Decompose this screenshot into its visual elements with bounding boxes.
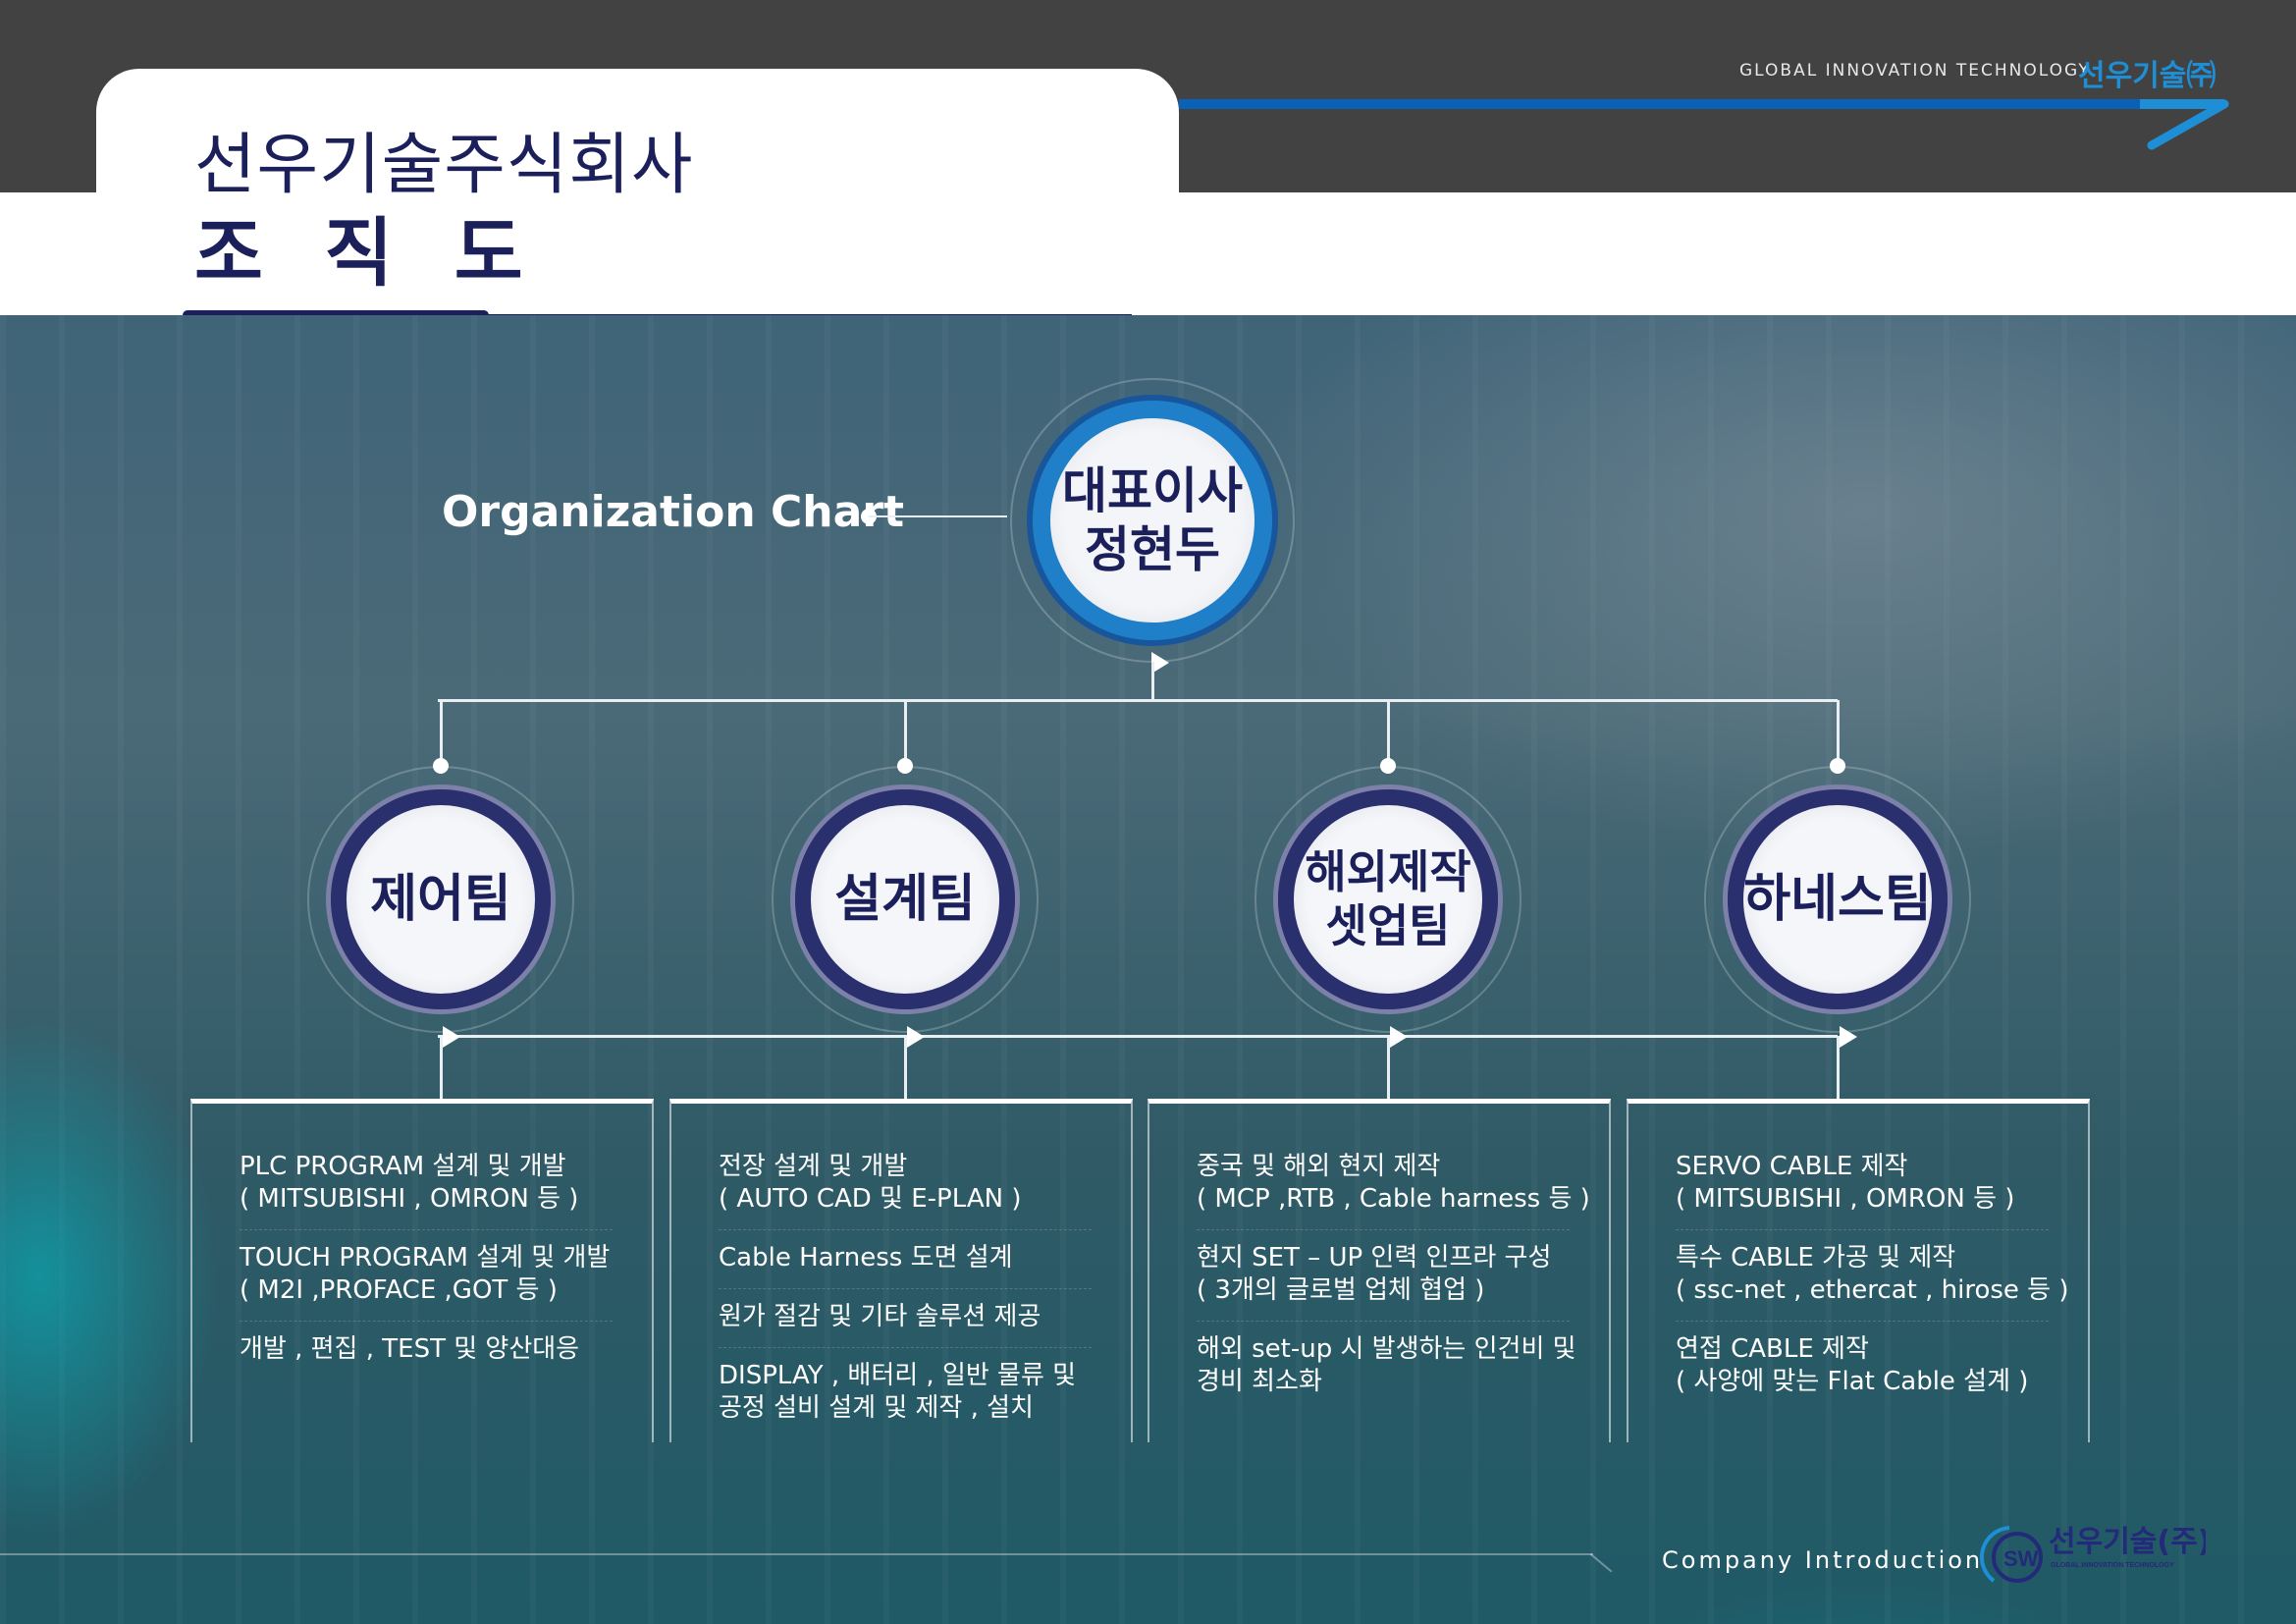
triangle-icon — [443, 1026, 460, 1048]
duty-line: 현지 SET – UP 인력 인프라 구성 — [1197, 1243, 1552, 1272]
team-name: 셋업팀 — [1325, 899, 1451, 952]
team-name: 제어팀 — [370, 869, 511, 929]
duty-item: 현지 SET – UP 인력 인프라 구성 ( 3개의 글로벌 업체 협업 ) — [1197, 1230, 1570, 1322]
connector-line — [904, 1036, 907, 1101]
footer-line — [0, 1553, 1593, 1555]
duty-line: Cable Harness 도면 설계 — [719, 1243, 1013, 1272]
connector-line — [438, 1035, 1838, 1038]
company-logo: SW 선우기술(주) GLOBAL INNOVATION TECHNOLOGY — [1980, 1525, 2206, 1583]
duty-item: 전장 설계 및 개발 ( AUTO CAD 및 E-PLAN ) — [719, 1139, 1092, 1230]
duty-line: 개발 , 편집 , TEST 및 양산대응 — [240, 1334, 580, 1364]
team-duties-box: 중국 및 해외 현지 제작 ( MCP ,RTB , Cable harness … — [1148, 1099, 1611, 1442]
duty-item: 중국 및 해외 현지 제작 ( MCP ,RTB , Cable harness … — [1197, 1139, 1590, 1230]
triangle-icon — [907, 1026, 925, 1048]
duty-line: ( ssc-net , ethercat , hirose 등 ) — [1676, 1275, 2069, 1305]
svg-text:GLOBAL INNOVATION TECHNOLOGY: GLOBAL INNOVATION TECHNOLOGY — [2051, 1562, 2174, 1569]
ceo-name: 정현두 — [1085, 521, 1220, 578]
duty-line: PLC PROGRAM 설계 및 개발 — [240, 1152, 566, 1181]
duty-item: 원가 절감 및 기타 솔루션 제공 — [719, 1289, 1092, 1348]
team-node: 하네스팀 — [1728, 789, 1948, 1009]
connector-line — [1151, 662, 1154, 701]
duty-item: Cable Harness 도면 설계 — [719, 1230, 1092, 1289]
arrow-icon — [2140, 99, 2229, 150]
team-node: 설계팀 — [795, 789, 1015, 1009]
connector-line — [904, 700, 907, 767]
duty-item: TOUCH PROGRAM 설계 및 개발 ( M2I ,PROFACE ,GOT… — [240, 1230, 613, 1322]
duty-line: ( MCP ,RTB , Cable harness 등 ) — [1197, 1184, 1590, 1214]
duty-line: ( 3개의 글로벌 업체 협업 ) — [1197, 1275, 1485, 1305]
triangle-icon — [1840, 1026, 1857, 1048]
duty-line: 공정 설비 설계 및 제작 , 설치 — [719, 1393, 1034, 1423]
svg-text:선우기술(주): 선우기술(주) — [2049, 1525, 2206, 1559]
duty-line: 전장 설계 및 개발 — [719, 1152, 908, 1181]
company-name: 선우기술주식회사 — [194, 127, 694, 204]
duty-line: 특수 CABLE 가공 및 제작 — [1676, 1243, 1956, 1272]
duty-line: 원가 절감 및 기타 솔루션 제공 — [719, 1302, 1041, 1331]
duty-line: TOUCH PROGRAM 설계 및 개발 — [240, 1243, 611, 1272]
team-name: 해외제작 — [1305, 844, 1471, 898]
duty-line: 해외 set-up 시 발생하는 인건비 및 — [1197, 1334, 1576, 1364]
triangle-icon — [1390, 1026, 1408, 1048]
team-name: 설계팀 — [834, 869, 976, 929]
connector-line — [1387, 1036, 1390, 1101]
duty-item: SERVO CABLE 제작 ( MITSUBISHI , OMRON 등 ) — [1676, 1139, 2049, 1230]
connector-line — [440, 1036, 443, 1101]
team-ring — [307, 766, 574, 1033]
org-chart-label: Organization Chart — [442, 487, 905, 537]
team-ring — [1255, 766, 1522, 1033]
header-tagline: GLOBAL INNOVATION TECHNOLOGY — [1739, 61, 2091, 81]
page-title: 조 직 도 — [194, 209, 541, 297]
connector-line — [438, 699, 1838, 702]
duty-item: 개발 , 편집 , TEST 및 양산대응 — [240, 1322, 613, 1380]
connector-line — [1837, 1036, 1840, 1101]
connector-line — [1387, 700, 1390, 767]
duty-line: ( MITSUBISHI , OMRON 등 ) — [240, 1184, 579, 1214]
duty-line: 경비 최소화 — [1197, 1367, 1322, 1396]
title-card — [96, 69, 1179, 315]
team-ring — [1704, 766, 1971, 1033]
connector-line — [440, 700, 443, 767]
header-accent-bar — [1179, 99, 2219, 109]
duty-item: PLC PROGRAM 설계 및 개발 ( MITSUBISHI , OMRON … — [240, 1139, 613, 1230]
svg-text:SW: SW — [2003, 1546, 2039, 1571]
connector-line — [1837, 700, 1840, 767]
team-duties-box: PLC PROGRAM 설계 및 개발 ( MITSUBISHI , OMRON … — [190, 1099, 654, 1442]
triangle-icon — [1151, 652, 1169, 674]
team-node: 제어팀 — [331, 789, 551, 1009]
duty-line: 중국 및 해외 현지 제작 — [1197, 1152, 1441, 1181]
duty-line: SERVO CABLE 제작 — [1676, 1152, 1908, 1181]
duty-line: ( M2I ,PROFACE ,GOT 등 ) — [240, 1275, 558, 1305]
team-ring — [772, 766, 1039, 1033]
duty-line: ( 사양에 맞는 Flat Cable 설계 ) — [1676, 1367, 2029, 1396]
connector-line — [869, 515, 1007, 517]
team-name: 하네스팀 — [1743, 869, 1932, 929]
duty-item: 연접 CABLE 제작 ( 사양에 맞는 Flat Cable 설계 ) — [1676, 1322, 2049, 1412]
duty-line: ( AUTO CAD 및 E-PLAN ) — [719, 1184, 1022, 1214]
duty-line: 연접 CABLE 제작 — [1676, 1334, 1869, 1364]
duty-line: DISPLAY , 배터리 , 일반 물류 및 — [719, 1361, 1077, 1390]
team-duties-box: SERVO CABLE 제작 ( MITSUBISHI , OMRON 등 ) 특수… — [1627, 1099, 2090, 1442]
team-duties-box: 전장 설계 및 개발 ( AUTO CAD 및 E-PLAN ) Cable Har… — [669, 1099, 1133, 1442]
header-brand: 선우기술㈜ — [2078, 59, 2216, 93]
duty-line: ( MITSUBISHI , OMRON 등 ) — [1676, 1184, 2015, 1214]
duty-item: 특수 CABLE 가공 및 제작 ( ssc-net , ethercat , h… — [1676, 1230, 2069, 1322]
ceo-title: 대표이사 — [1062, 462, 1243, 519]
footer-label: Company Introduction — [1662, 1546, 1984, 1574]
